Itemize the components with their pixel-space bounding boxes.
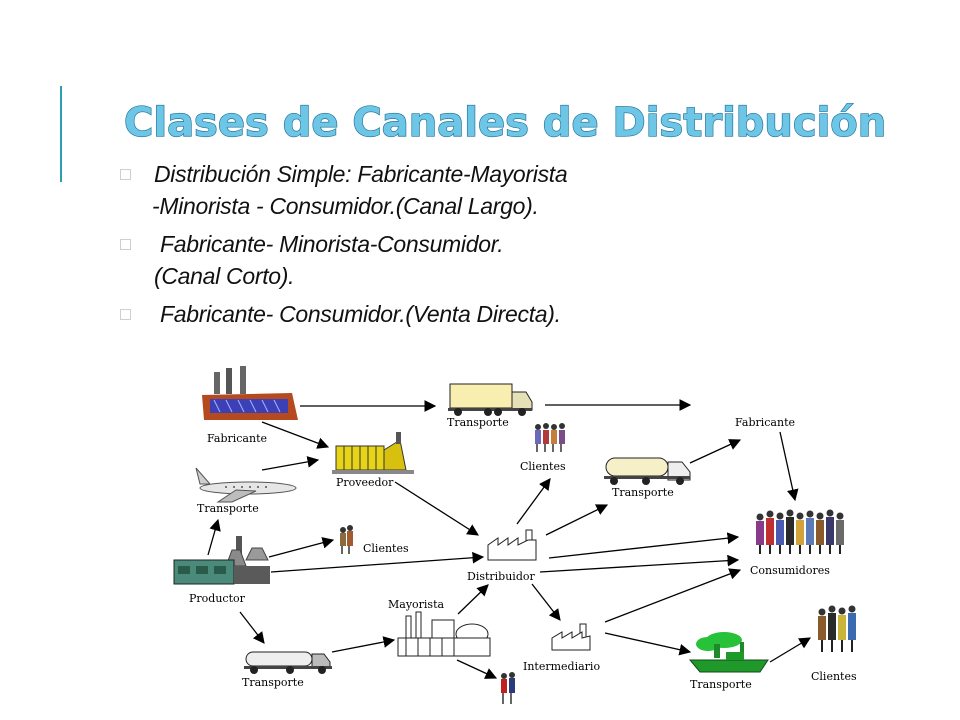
label-fabricante-left: Fabricante: [207, 432, 267, 445]
arrow: [531, 583, 561, 621]
bullet-list: Distribución Simple: Fabricante-Mayorist…: [120, 158, 840, 336]
truck-icon: [448, 383, 533, 416]
bullet-text: Fabricante- Consumidor.(Venta Directa).: [160, 301, 561, 327]
clients-icon: [501, 672, 515, 704]
label-mayorista: Mayorista: [388, 598, 445, 611]
arrow: [261, 456, 320, 471]
tanker-truck-icon: [604, 457, 691, 485]
supplier-icon: [332, 432, 414, 474]
label-transporte-bottom-left: Transporte: [242, 676, 304, 689]
slide-title: Clases de Canales de Distribución: [123, 99, 887, 146]
arrow: [270, 551, 485, 573]
label-transporte-top: Transporte: [447, 416, 509, 429]
bullet-item: Fabricante- Consumidor.(Venta Directa).: [120, 298, 840, 330]
intermediary-icon: [551, 623, 591, 651]
label-intermediario: Intermediario: [523, 660, 600, 673]
bullet-item: Distribución Simple: Fabricante-Mayorist…: [120, 158, 840, 222]
arrow: [516, 478, 551, 525]
arrow: [207, 518, 221, 556]
label-proveedor: Proveedor: [336, 476, 394, 489]
label-distribuidor: Distribuidor: [467, 570, 535, 583]
bullet-marker: [120, 309, 131, 320]
slide-title-text: Clases de Canales de Distribución: [124, 100, 886, 146]
label-clientes-top: Clientes: [520, 460, 566, 473]
arrow: [779, 431, 799, 502]
arrows: [207, 399, 812, 679]
arrow: [545, 504, 609, 536]
bullet-text-continuation: -Minorista - Consumidor.(Canal Largo).: [152, 193, 539, 219]
label-consumidores: Consumidores: [750, 564, 830, 577]
clients-icon: [340, 525, 353, 554]
arrow: [261, 421, 330, 449]
arrow: [331, 636, 396, 653]
arrow: [457, 584, 489, 615]
wholesaler-icon: [397, 611, 491, 657]
arrow: [539, 554, 740, 573]
bullet-text: Distribución Simple: Fabricante-Mayorist…: [154, 161, 568, 187]
arrow: [456, 659, 498, 679]
label-productor: Productor: [189, 592, 246, 605]
distributor-icon: [487, 529, 537, 561]
ship-icon: [688, 632, 769, 673]
label-clientes-bottom-right: Clientes: [811, 670, 857, 683]
arrow: [769, 637, 812, 663]
arrow: [689, 439, 742, 464]
clients-icon: [818, 605, 856, 652]
arrow: [394, 481, 479, 536]
label-clientes-left: Clientes: [363, 542, 409, 555]
bullet-text: Fabricante- Minorista-Consumidor.: [160, 231, 504, 257]
arrow: [604, 568, 742, 623]
bullet-marker: [120, 239, 131, 250]
clients-icon: [535, 423, 565, 452]
accent-bar: [60, 86, 62, 182]
arrow: [604, 632, 692, 656]
consumers-icon: [756, 509, 844, 554]
factory-icon: [202, 366, 298, 420]
arrow: [239, 611, 265, 644]
arrow: [268, 537, 335, 558]
label-fabricante-right: Fabricante: [735, 416, 795, 429]
distribution-diagram: Fabricante Transporte Fabricante Proveed…: [173, 366, 857, 704]
bullet-item: Fabricante- Minorista-Consumidor. (Canal…: [120, 228, 840, 292]
label-transporte-ship: Transporte: [690, 678, 752, 691]
label-transporte-mid-right: Transporte: [612, 486, 674, 499]
bullet-marker: [120, 169, 131, 180]
arrow: [548, 532, 740, 559]
bullet-text-continuation: (Canal Corto).: [154, 263, 295, 289]
tanker-truck-icon: [244, 651, 332, 674]
producer-plant-icon: [173, 536, 270, 585]
label-transporte-plane: Transporte: [197, 502, 259, 515]
airplane-icon: [195, 467, 297, 503]
